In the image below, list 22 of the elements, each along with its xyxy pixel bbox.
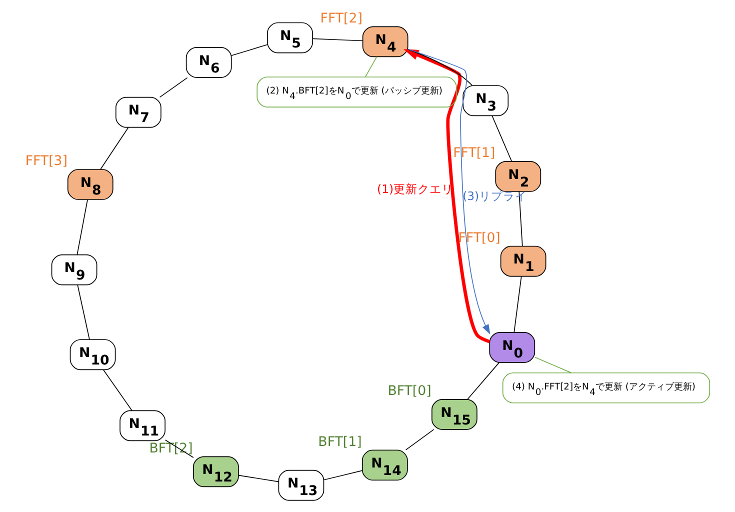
- connector: [238, 474, 279, 482]
- connector: [76, 199, 88, 256]
- connector: [534, 356, 572, 374]
- node-label: BFT[1]: [318, 434, 362, 450]
- node-label: FFT[3]: [25, 154, 68, 170]
- connector: [492, 115, 512, 162]
- connector: [102, 369, 132, 412]
- node-label: BFT[0]: [388, 384, 432, 400]
- connector: [518, 191, 523, 247]
- connector: [514, 276, 522, 332]
- connector: [405, 429, 434, 450]
- connector: [100, 127, 129, 170]
- connector: [364, 56, 378, 78]
- connector: [312, 38, 364, 42]
- connector: [231, 44, 268, 56]
- node-label: FFT[2]: [320, 11, 362, 26]
- edge-label: (1)更新クエリ: [377, 182, 454, 196]
- connector: [467, 362, 500, 400]
- connector: [77, 284, 90, 340]
- connector: [159, 77, 188, 98]
- connector: [323, 470, 363, 480]
- connector: [408, 48, 473, 86]
